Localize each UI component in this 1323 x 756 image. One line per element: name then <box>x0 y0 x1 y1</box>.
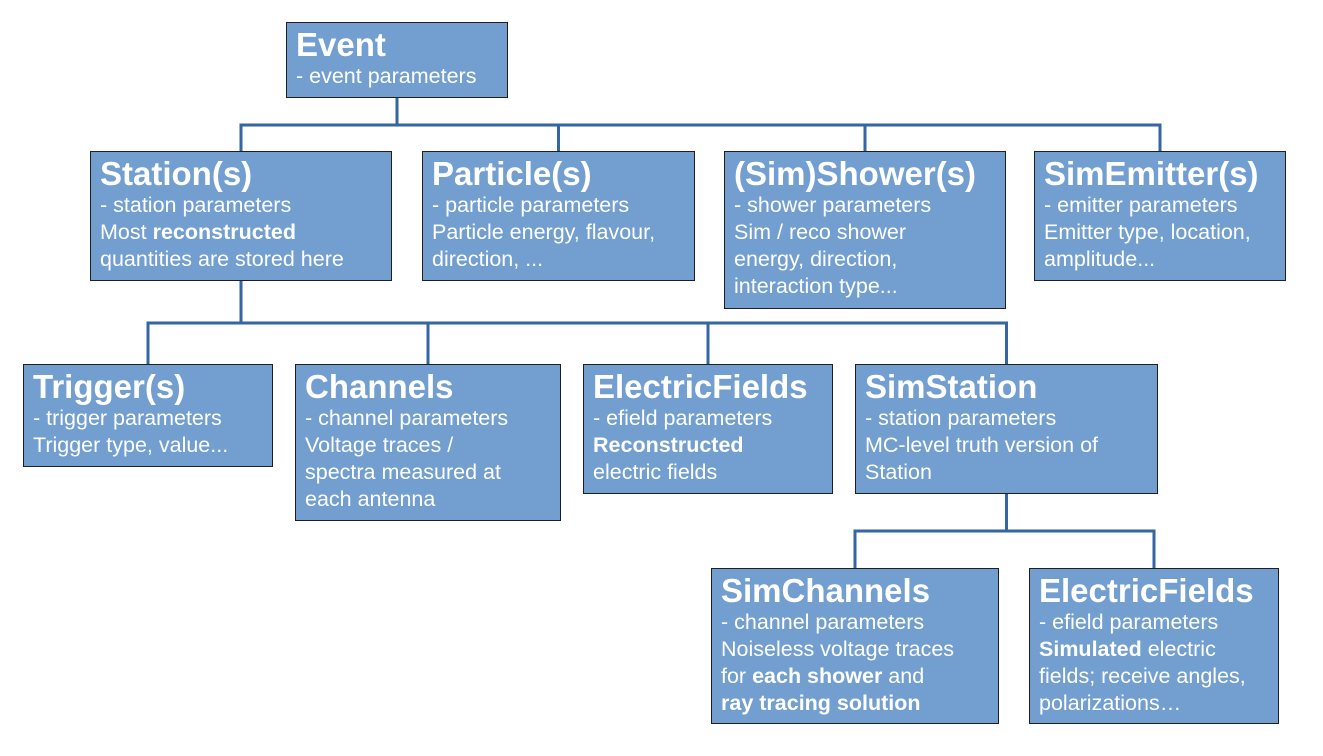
description-text: - channel parameters <box>305 406 509 430</box>
node-description-line: Sim / reco shower <box>734 219 996 246</box>
node-description-line: - efield parameters <box>593 405 823 432</box>
description-text: polarizations… <box>1039 691 1182 715</box>
node-description-line: energy, direction, <box>734 246 996 273</box>
node-description-line: MC-level truth version of <box>865 432 1148 459</box>
description-text: spectra measured at <box>305 460 501 484</box>
node-description-line: - channel parameters <box>305 405 551 432</box>
description-text: - shower parameters <box>734 193 932 217</box>
node-title: Trigger(s) <box>33 368 186 405</box>
description-text: Noiseless voltage traces <box>721 637 955 661</box>
node-description-line: Emitter type, location, <box>1044 219 1276 246</box>
node-description-line: Station <box>865 459 1148 486</box>
node-description-line: Reconstructed <box>593 432 823 459</box>
description-text: Most <box>100 220 153 244</box>
description-text: each antenna <box>305 487 436 511</box>
description-text: electric <box>1141 637 1216 661</box>
description-text: electric fields <box>593 460 718 484</box>
node-description-line: Trigger type, value... <box>33 432 263 459</box>
node-title: (Sim)Shower(s) <box>734 155 977 192</box>
node-title: ElectricFields <box>593 368 808 405</box>
node-title: Event <box>296 26 386 63</box>
node-description-line: Particle energy, flavour, <box>432 219 685 246</box>
node-description-line: Voltage traces / <box>305 432 551 459</box>
node-title: SimStation <box>865 368 1038 405</box>
description-text: quantities are stored here <box>100 247 344 271</box>
node-title: SimChannels <box>721 572 931 609</box>
node-description-line: - efield parameters <box>1039 609 1269 636</box>
node-title: SimEmitter(s) <box>1044 155 1259 192</box>
node-description-line: interaction type... <box>734 273 996 300</box>
node-description-line: each antenna <box>305 486 551 513</box>
description-text: Voltage traces / <box>305 433 454 457</box>
description-text: amplitude... <box>1044 247 1156 271</box>
node-description-line: electric fields <box>593 459 823 486</box>
node-description-line: - emitter parameters <box>1044 192 1276 219</box>
description-text: for <box>721 664 753 688</box>
node-description-line: quantities are stored here <box>100 246 382 273</box>
description-text: - channel parameters <box>721 610 925 634</box>
description-text: - station parameters <box>100 193 292 217</box>
node-description-line: ray tracing solution <box>721 690 989 717</box>
description-text: - station parameters <box>865 406 1057 430</box>
node-description-line: - shower parameters <box>734 192 996 219</box>
description-text: - emitter parameters <box>1044 193 1238 217</box>
description-text: - efield parameters <box>593 406 773 430</box>
node-title: Station(s) <box>100 155 253 192</box>
node-description-line: - particle parameters <box>432 192 685 219</box>
description-text: fields; receive angles, <box>1039 664 1246 688</box>
node-description-line: Most reconstructed <box>100 219 382 246</box>
node-description-line: fields; receive angles, <box>1039 663 1269 690</box>
node-event: Event- event parameters <box>286 22 508 98</box>
description-text: - efield parameters <box>1039 610 1219 634</box>
description-text: Station <box>865 460 932 484</box>
node-title: Particle(s) <box>432 155 592 192</box>
description-text: interaction type... <box>734 274 898 298</box>
emphasis-text: ray tracing solution <box>721 691 921 715</box>
node-description-line: - channel parameters <box>721 609 989 636</box>
node-description-line: polarizations… <box>1039 690 1269 717</box>
node-description-line: Simulated electric <box>1039 636 1269 663</box>
node-description-line: Noiseless voltage traces <box>721 636 989 663</box>
emphasis-text: Simulated <box>1039 637 1142 661</box>
description-text: - event parameters <box>296 64 477 88</box>
description-text: - trigger parameters <box>33 406 222 430</box>
description-text: Sim / reco shower <box>734 220 907 244</box>
emphasis-text: Reconstructed <box>593 433 744 457</box>
node-description-line: amplitude... <box>1044 246 1276 273</box>
node-title: Channels <box>305 368 454 405</box>
description-text: energy, direction, <box>734 247 898 271</box>
emphasis-text: each shower <box>752 664 883 688</box>
description-text: Particle energy, flavour, <box>432 220 656 244</box>
node-description-line: for each shower and <box>721 663 989 690</box>
description-text: MC-level truth version of <box>865 433 1098 457</box>
emphasis-text: reconstructed <box>152 220 296 244</box>
description-text: - particle parameters <box>432 193 630 217</box>
node-description-line: direction, ... <box>432 246 685 273</box>
node-description-line: - station parameters <box>100 192 382 219</box>
description-text: Emitter type, location, <box>1044 220 1251 244</box>
node-description-line: - station parameters <box>865 405 1148 432</box>
description-text: direction, ... <box>432 247 544 271</box>
node-description-line: spectra measured at <box>305 459 551 486</box>
description-text: and <box>882 664 925 688</box>
node-title: ElectricFields <box>1039 572 1254 609</box>
node-description-line: - trigger parameters <box>33 405 263 432</box>
description-text: Trigger type, value... <box>33 433 229 457</box>
node-description-line: - event parameters <box>296 63 498 90</box>
